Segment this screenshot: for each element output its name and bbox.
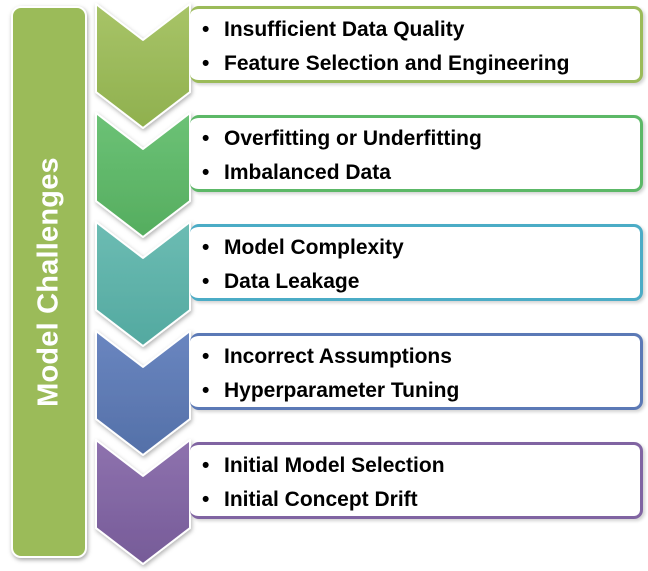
stage-box-3: Model Complexity Data Leakage: [190, 224, 643, 301]
chevron-stage-5: [95, 439, 191, 565]
stage-list-3: Model Complexity Data Leakage: [202, 231, 640, 299]
stage-item: Feature Selection and Engineering: [202, 47, 640, 81]
stage-item: Insufficient Data Quality: [202, 13, 640, 47]
chevron-stage-4: [95, 330, 191, 456]
chevron-stage-2: [95, 112, 191, 238]
stage-item: Initial Model Selection: [202, 449, 640, 483]
chevron-stage-1: [95, 3, 191, 129]
stage-box-1: Insufficient Data Quality Feature Select…: [190, 6, 643, 83]
chevron-stage-3: [95, 221, 191, 347]
side-label-text: Model Challenges: [32, 157, 65, 407]
stage-list-5: Initial Model Selection Initial Concept …: [202, 449, 640, 517]
stage-item: Model Complexity: [202, 231, 640, 265]
stage-item: Incorrect Assumptions: [202, 340, 640, 374]
stage-box-4: Incorrect Assumptions Hyperparameter Tun…: [190, 333, 643, 410]
stage-item: Imbalanced Data: [202, 156, 640, 190]
stage-list-2: Overfitting or Underfitting Imbalanced D…: [202, 122, 640, 190]
stage-box-2: Overfitting or Underfitting Imbalanced D…: [190, 115, 643, 192]
stage-item: Overfitting or Underfitting: [202, 122, 640, 156]
stage-list-1: Insufficient Data Quality Feature Select…: [202, 13, 640, 81]
stage-item: Data Leakage: [202, 265, 640, 299]
stage-item: Initial Concept Drift: [202, 483, 640, 517]
side-label-box: Model Challenges: [11, 6, 87, 558]
stage-list-4: Incorrect Assumptions Hyperparameter Tun…: [202, 340, 640, 408]
stage-box-5: Initial Model Selection Initial Concept …: [190, 442, 643, 519]
stage-item: Hyperparameter Tuning: [202, 374, 640, 408]
